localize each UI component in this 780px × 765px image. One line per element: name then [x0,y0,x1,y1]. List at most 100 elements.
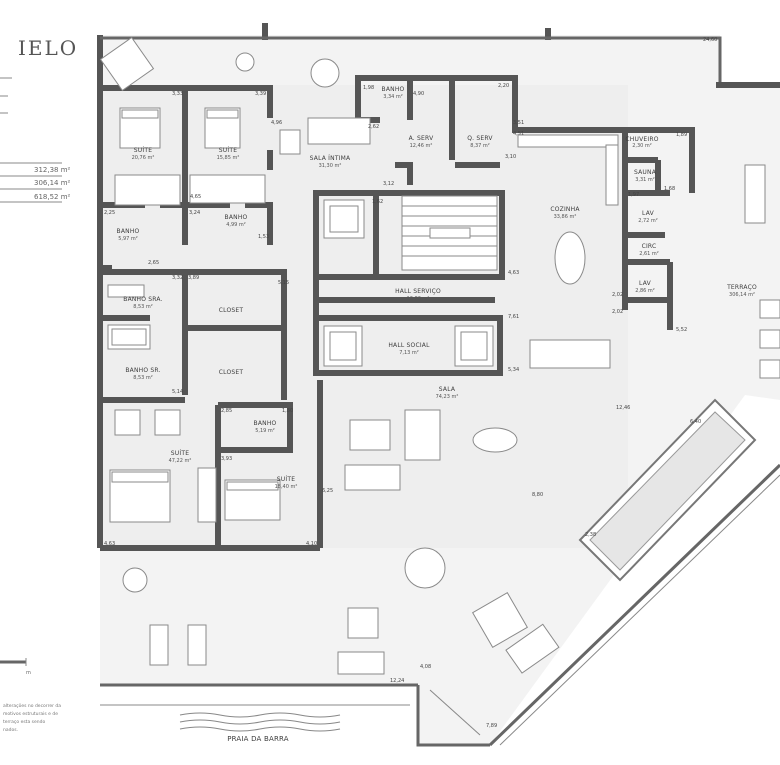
room-suite1-area: 20,76 m² [132,155,155,161]
beach-label: PRAIA DA BARRA [227,735,289,743]
furniture [99,36,780,675]
dim-marker: 5,15 [278,280,289,286]
dim-marker: 2,65 [148,260,159,266]
dim-marker: 4,63 [508,270,519,276]
scale-unit: m [26,670,31,676]
room-labels: SUÍTE 20,76 m² SUÍTE 15,85 m² BANHO 3,34… [117,86,757,490]
dim-marker: 8,80 [532,492,543,498]
staircase [401,195,498,271]
dim-marker: 4,65 [190,194,201,200]
dim-marker: 1,53 [258,234,269,240]
room-hall-social-name: HALL SOCIAL [388,342,430,349]
dim-marker: 24,60 [703,37,717,43]
room-banho-mid-area: 4,99 m² [226,222,246,228]
room-q-serv-area: 8,37 m² [470,143,490,149]
room-lav2-area: 2,86 m² [635,288,655,294]
room-a-serv-area: 12,46 m² [410,143,433,149]
dim-marker: 6,25 [322,488,333,494]
dim-marker: 4,63 [104,541,115,547]
room-banho-sr-name: BANHO SR. [125,367,160,374]
dim-marker: 3,33 [172,91,183,97]
dim-marker: 2,85 [221,408,232,414]
dimension-markers: 24,60 3,33 3,39 4,96 1,98 2,62 4,90 2,20… [104,37,717,729]
room-banho-left-area: 5,97 m² [118,236,138,242]
room-q-serv-name: Q. SERV [467,135,493,142]
dim-marker: 2,02 [612,309,623,315]
room-suite1-name: SUÍTE [134,147,152,154]
dim-marker: 6,40 [690,419,701,425]
dim-marker: 7,89 [486,723,497,729]
room-terraco-area: 306,14 m² [729,292,755,298]
dim-marker: 2,25 [104,210,115,216]
dim-marker: 4,96 [271,120,282,126]
dim-marker: 3,10 [505,154,516,160]
room-chuveiro-name: CHUVEIRO [625,136,658,143]
room-sala-area: 74,23 m² [436,394,459,400]
room-cozinha-area: 33,86 m² [554,214,577,220]
room-terraco-name: TERRAÇO [726,284,757,291]
dim-marker: 1,68 [664,186,675,192]
dim-marker: 2,62 [368,124,379,130]
room-suite-low-area: 18,40 m² [275,484,298,490]
dim-marker: 3,12 [383,181,394,187]
room-circ-name: CIRC [642,243,657,250]
dim-marker: 4,08 [420,664,431,670]
beach-footer: PRAIA DA BARRA [100,704,410,743]
dim-marker: 3,89 [188,275,199,281]
room-banho-sra-area: 8,53 m² [133,304,153,310]
exterior-walls [97,23,780,747]
room-a-serv-name: A. SERV [409,135,434,142]
dim-marker: 4,90 [413,91,424,97]
disclaimer-note: alterações no decorrer da motivos estrut… [3,703,62,733]
dim-marker: 5,52 [676,327,687,333]
dim-marker: 3,39 [255,91,266,97]
room-banho-top-name: BANHO [382,86,405,93]
room-banho-sra-name: BANHO SRA. [123,296,163,303]
room-sauna-area: 3,31 m² [635,177,655,183]
area-value-1: 312,38 m² [34,166,71,174]
dim-marker: 2,02 [612,292,623,298]
dim-marker: 5,34 [508,367,519,373]
room-sala-intima-name: SALA ÍNTIMA [310,155,351,162]
room-sauna-name: SAUNA [634,169,657,176]
dim-marker: 3,93 [221,456,232,462]
room-banho-top-area: 3,34 m² [383,94,403,100]
room-suite2-area: 15,85 m² [217,155,240,161]
dim-marker: 3,32 [172,275,183,281]
dim-marker: 4,10 [306,541,317,547]
room-suite-master-name: SUÍTE [171,450,189,457]
dim-marker: 1,97 [628,192,639,198]
room-hall-servico-name: HALL SERVIÇO [395,288,441,295]
dim-marker: 1,80 [282,408,293,414]
dim-marker: 4,51 [513,131,524,137]
dim-marker: 7,61 [508,314,519,320]
room-lav1-name: LAV [642,210,655,217]
room-closet1-name: CLOSET [219,307,244,314]
room-hall-social-area: 7,13 m² [399,350,419,356]
dim-marker: 2,38 [585,532,596,538]
room-chuveiro-area: 2,30 m² [632,143,652,149]
room-banho-low-area: 5,19 m² [255,428,275,434]
room-suite2-name: SUÍTE [219,147,237,154]
room-banho-left-name: BANHO [117,228,140,235]
dim-marker: 1,62 [372,199,383,205]
dim-marker: 12,24 [390,678,404,684]
dim-marker: 12,46 [616,405,630,411]
room-banho-sr-area: 8,53 m² [133,375,153,381]
room-banho-low-name: BANHO [254,420,277,427]
room-sala-name: SALA [439,386,456,393]
brand-title: IELO [18,36,78,60]
room-closet2-name: CLOSET [219,369,244,376]
dim-marker: 3,51 [513,120,524,126]
dim-marker: 5,14 [172,389,183,395]
room-suite-low-name: SUÍTE [277,476,295,483]
dim-marker: 1,98 [363,85,374,91]
area-value-2: 306,14 m² [34,179,71,187]
sidebar: IELO 312,38 m² 306,14 m² 618,52 m² m alt… [0,36,78,733]
dim-marker: 2,20 [498,83,509,89]
room-hall-servico-area: 13,83 m² [407,296,430,302]
dim-marker: 3,24 [189,210,200,216]
room-lav2-name: LAV [639,280,652,287]
room-circ-area: 2,61 m² [639,251,659,257]
